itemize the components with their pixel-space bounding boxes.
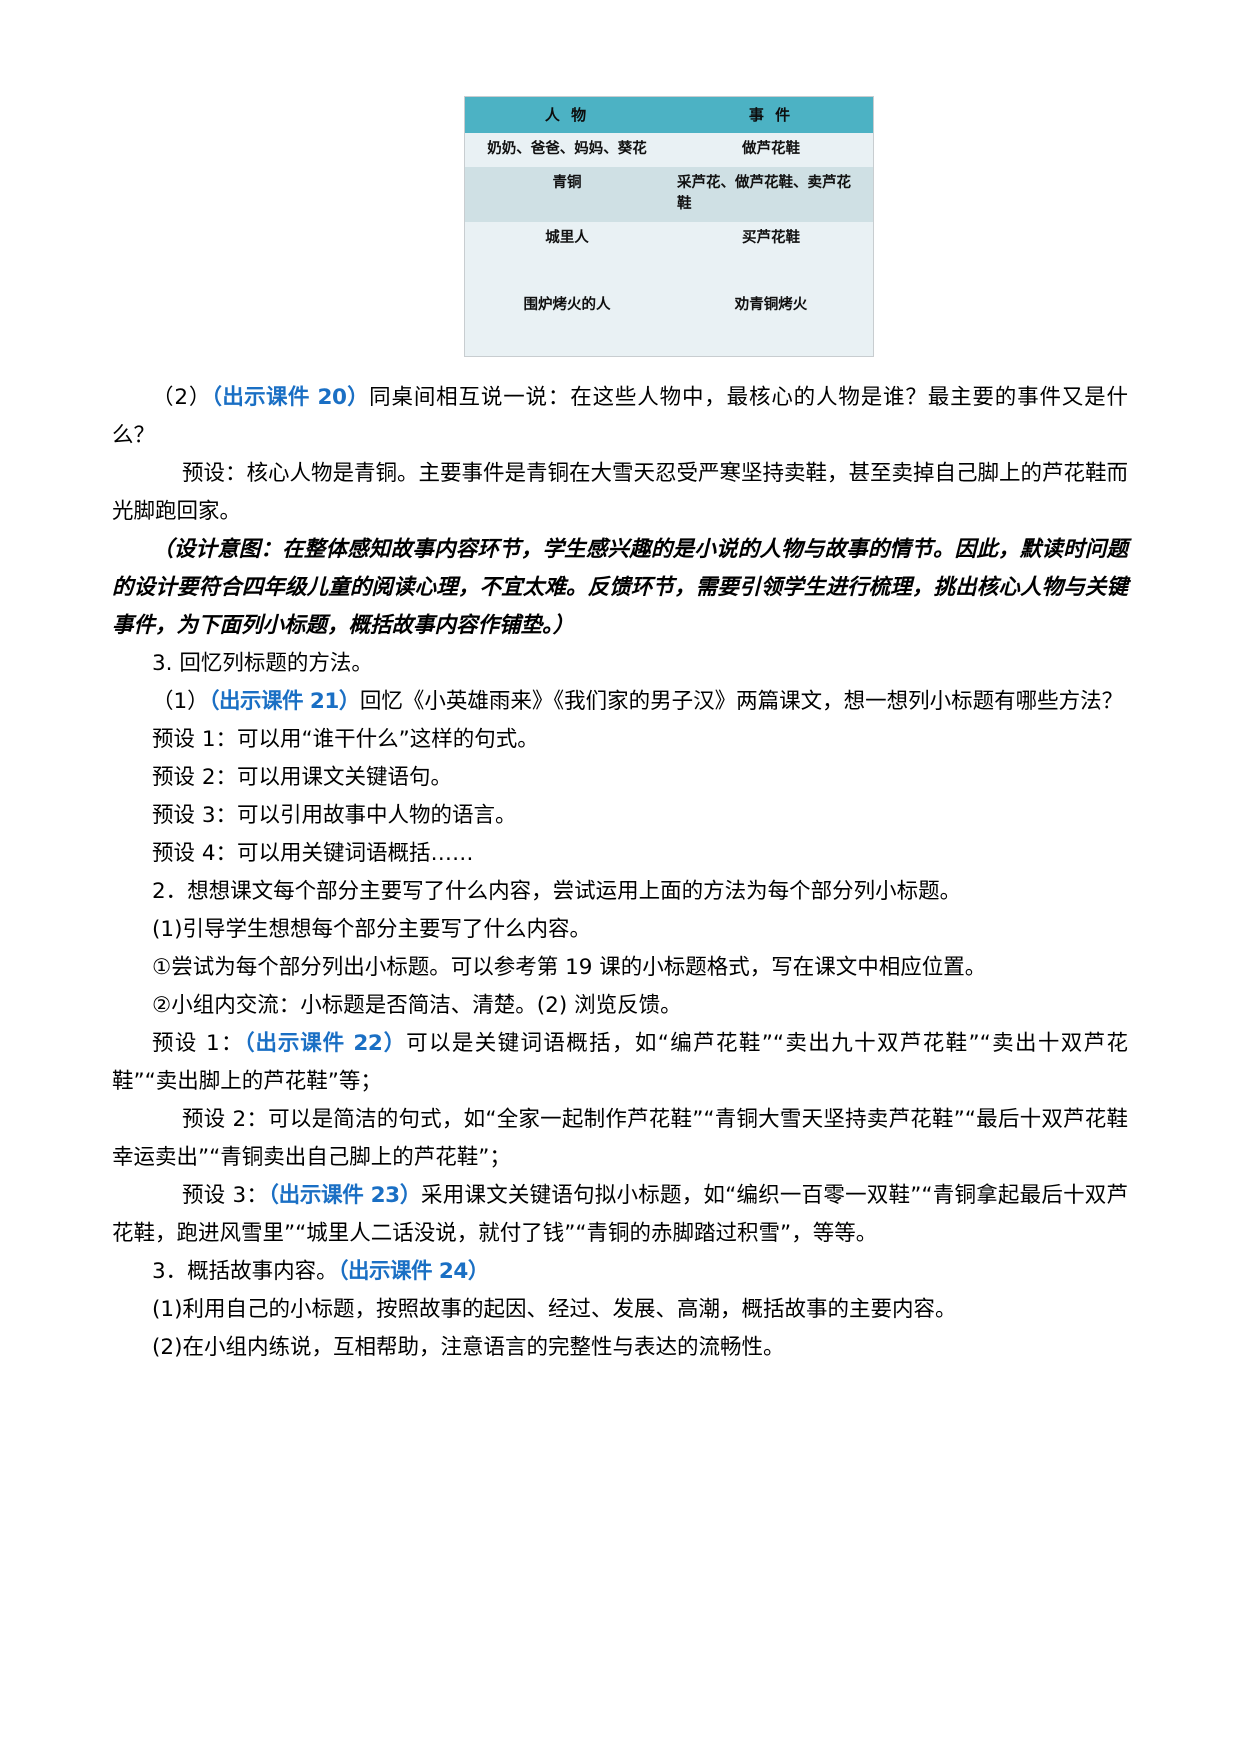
table-cell-character: 城里人 <box>465 222 669 290</box>
table-row: 城里人 买芦花鞋 <box>465 222 873 290</box>
text-run: 预设 1： <box>152 1031 244 1057</box>
text-run: 预设 2：可以用课文关键语句。 <box>152 765 453 791</box>
text-run: （2） <box>152 385 212 411</box>
table-header-row: 人 物 事 件 <box>465 97 873 133</box>
text-run: 3. 回忆列标题的方法。 <box>152 651 373 677</box>
p-3-summary-courseware-24: 3．概括故事内容。（出示课件 24） <box>112 1253 1128 1291</box>
table-row: 围炉烤火的人 劝青铜烤火 <box>465 289 873 357</box>
p-yushe-2-sentence: 预设 2：可以是简洁的句式，如“全家一起制作芦花鞋”“青铜大雪天坚持卖芦花鞋”“… <box>112 1101 1128 1177</box>
table-cell-character: 围炉烤火的人 <box>465 289 669 357</box>
body-paragraphs: （2）（出示课件 20）同桌间相互说一说：在这些人物中，最核心的人物是谁？最主要… <box>112 379 1128 1367</box>
courseware-marker[interactable]: （出示课件 23） <box>268 1183 422 1209</box>
text-run: (1)利用自己的小标题，按照故事的起因、经过、发展、高潮，概括故事的主要内容。 <box>152 1297 957 1323</box>
table-header-event: 事 件 <box>669 97 873 133</box>
p-circle-1: ①尝试为每个部分列出小标题。可以参考第 19 课的小标题格式，写在课文中相应位置… <box>112 949 1128 987</box>
p-2-courseware-20: （2）（出示课件 20）同桌间相互说一说：在这些人物中，最核心的人物是谁？最主要… <box>112 379 1128 455</box>
text-run: 可以是关键词语概括，如“编芦花鞋”“卖出九十双芦花鞋”“卖出十双芦花鞋”“卖出脚… <box>112 1031 1129 1095</box>
table-cell-event: 买芦花鞋 <box>669 222 873 290</box>
courseware-marker[interactable]: （出示课件 22） <box>243 1031 407 1057</box>
text-run: 预设 4：可以用关键词语概括…… <box>152 841 474 867</box>
text-run: (1)引导学生想想每个部分主要写了什么内容。 <box>152 917 591 943</box>
p-yushe-2: 预设 2：可以用课文关键语句。 <box>112 759 1128 797</box>
courseware-marker[interactable]: （出示课件 21） <box>208 689 361 715</box>
p-yushe-1: 预设 1：可以用“谁干什么”这样的句式。 <box>112 721 1128 759</box>
table-cell-character: 青铜 <box>465 167 669 223</box>
text-run: ①尝试为每个部分列出小标题。可以参考第 19 课的小标题格式，写在课文中相应位置… <box>152 955 987 981</box>
table-row: 奶奶、爸爸、妈妈、葵花 做芦花鞋 <box>465 133 873 168</box>
text-run: 同桌间相互说一说：在这些人物中，最核心的人物是谁？最主要的事件又是什么？ <box>112 385 1128 449</box>
table-header-character: 人 物 <box>465 97 669 133</box>
p-design-intent: （设计意图：在整体感知故事内容环节，学生感兴趣的是小说的人物与故事的情节。因此，… <box>112 531 1128 645</box>
text-run: 预设 3： <box>182 1183 269 1209</box>
text-run: ②小组内交流：小标题是否简洁、清楚。(2) 浏览反馈。 <box>152 993 682 1019</box>
page-content: 人 物 事 件 奶奶、爸爸、妈妈、葵花 做芦花鞋 青铜 采芦花、做芦花鞋、卖芦花… <box>112 96 1128 1367</box>
p-yushe-3: 预设 3：可以引用故事中人物的语言。 <box>112 797 1128 835</box>
table-cell-event: 劝青铜烤火 <box>669 289 873 357</box>
p-1-use-subtitle: (1)利用自己的小标题，按照故事的起因、经过、发展、高潮，概括故事的主要内容。 <box>112 1291 1128 1329</box>
p-1-guide: (1)引导学生想想每个部分主要写了什么内容。 <box>112 911 1128 949</box>
text-run: 3．概括故事内容。 <box>152 1259 338 1285</box>
table-paragraph-gap <box>112 357 1128 379</box>
table-cell-character: 奶奶、爸爸、妈妈、葵花 <box>465 133 669 168</box>
p-2-think: 2．想想课文每个部分主要写了什么内容，尝试运用上面的方法为每个部分列小标题。 <box>112 873 1128 911</box>
character-event-table: 人 物 事 件 奶奶、爸爸、妈妈、葵花 做芦花鞋 青铜 采芦花、做芦花鞋、卖芦花… <box>464 96 874 358</box>
p-circle-2: ②小组内交流：小标题是否简洁、清楚。(2) 浏览反馈。 <box>112 987 1128 1025</box>
courseware-marker[interactable]: （出示课件 24） <box>337 1259 490 1285</box>
table-row: 青铜 采芦花、做芦花鞋、卖芦花鞋 <box>465 167 873 223</box>
text-run: 预设 2：可以是简洁的句式，如“全家一起制作芦花鞋”“青铜大雪天坚持卖芦花鞋”“… <box>112 1107 1128 1171</box>
p-1-courseware-21: （1）（出示课件 21）回忆《小英雄雨来》《我们家的男子汉》两篇课文，想一想列小… <box>112 683 1128 721</box>
text-run: (2)在小组内练说，互相帮助，注意语言的完整性与表达的流畅性。 <box>152 1335 785 1361</box>
table-cell-event: 做芦花鞋 <box>669 133 873 168</box>
p-yushe-4: 预设 4：可以用关键词语概括…… <box>112 835 1128 873</box>
text-run: 采用课文关键语句拟小标题，如“编织一百零一双鞋”“青铜拿起最后十双芦花鞋，跑进风… <box>112 1183 1129 1247</box>
p-yushe-core: 预设：核心人物是青铜。主要事件是青铜在大雪天忍受严寒坚持卖鞋，甚至卖掉自己脚上的… <box>112 455 1128 531</box>
courseware-marker[interactable]: （出示课件 20） <box>211 385 370 411</box>
text-run: 回忆《小英雄雨来》《我们家的男子汉》两篇课文，想一想列小标题有哪些方法？ <box>359 689 1124 715</box>
p-2-group-practice: (2)在小组内练说，互相帮助，注意语言的完整性与表达的流畅性。 <box>112 1329 1128 1367</box>
text-run: 预设：核心人物是青铜。主要事件是青铜在大雪天忍受严寒坚持卖鞋，甚至卖掉自己脚上的… <box>112 461 1129 525</box>
text-run: （设计意图：在整体感知故事内容环节，学生感兴趣的是小说的人物与故事的情节。因此，… <box>112 537 1128 639</box>
p-yushe-1-courseware-22: 预设 1：（出示课件 22）可以是关键词语概括，如“编芦花鞋”“卖出九十双芦花鞋… <box>112 1025 1128 1101</box>
table-cell-event: 采芦花、做芦花鞋、卖芦花鞋 <box>669 167 873 223</box>
p-3-recall: 3. 回忆列标题的方法。 <box>112 645 1128 683</box>
text-run: （1） <box>152 689 209 715</box>
text-run: 预设 3：可以引用故事中人物的语言。 <box>152 803 517 829</box>
text-run: 2．想想课文每个部分主要写了什么内容，尝试运用上面的方法为每个部分列小标题。 <box>152 879 962 905</box>
p-yushe-3-courseware-23: 预设 3：（出示课件 23）采用课文关键语句拟小标题，如“编织一百零一双鞋”“青… <box>112 1177 1128 1253</box>
text-run: 预设 1：可以用“谁干什么”这样的句式。 <box>152 727 539 753</box>
